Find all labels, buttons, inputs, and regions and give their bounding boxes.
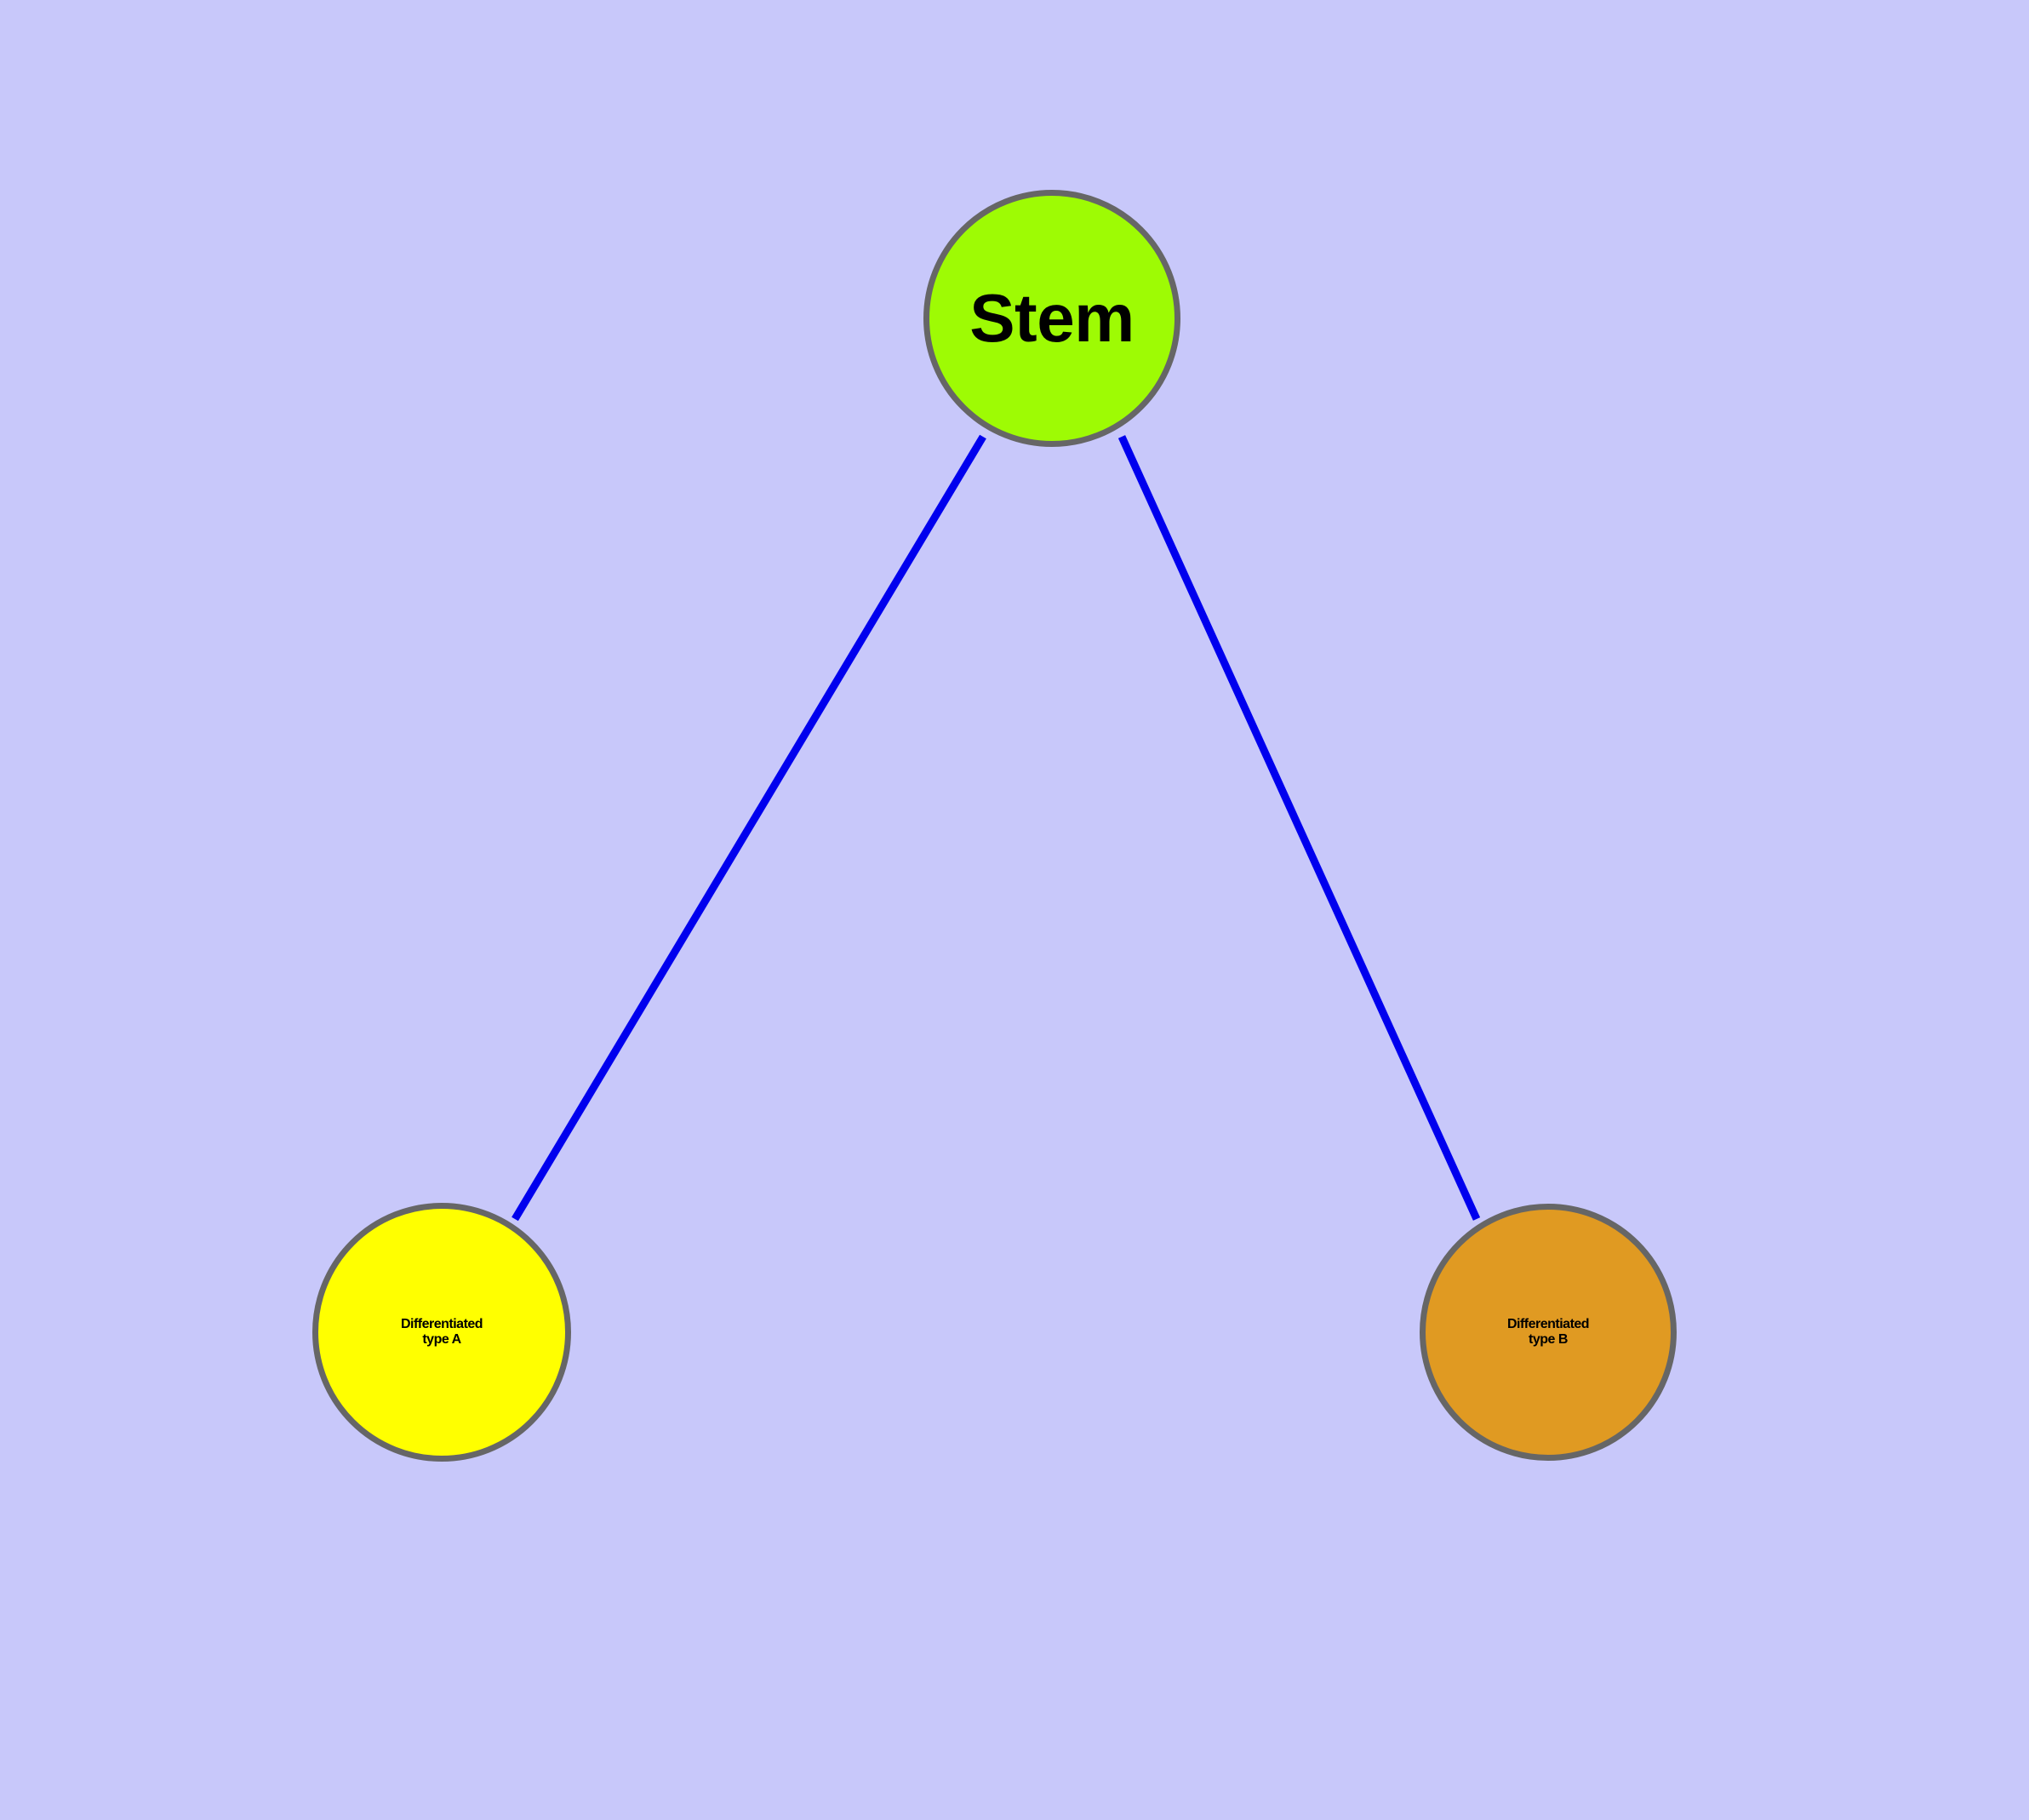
edge-stem-to-diff-a[interactable] [512, 434, 986, 1222]
node-stem[interactable]: Stem [923, 190, 1180, 447]
node-differentiated-type-a[interactable] [312, 1203, 571, 1462]
node-differentiated-type-b[interactable] [1420, 1204, 1677, 1461]
node-stem-label: Stem [969, 280, 1135, 357]
node-stem-label-line-1: Stem [969, 280, 1135, 357]
edge-stem-to-diff-b[interactable] [1117, 435, 1481, 1221]
